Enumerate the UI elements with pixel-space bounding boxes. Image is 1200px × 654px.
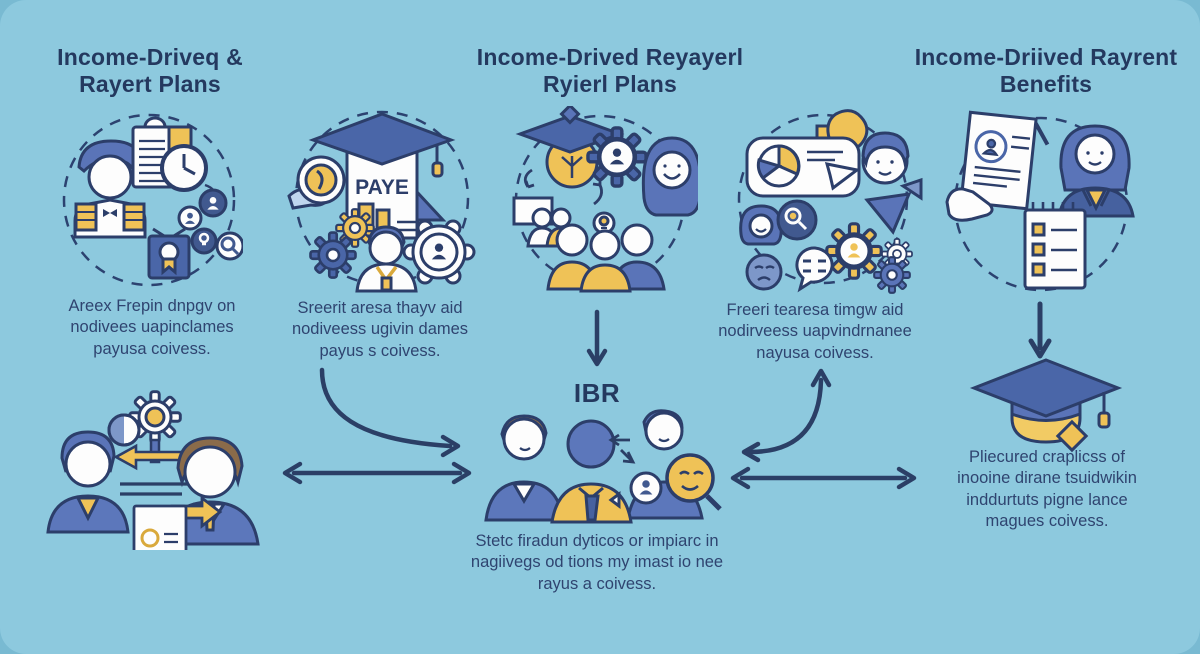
- person-avatar-icon: [46, 430, 130, 534]
- down-triangle-arrow-icon: [864, 177, 923, 235]
- person-bubble-icon: [198, 188, 228, 218]
- person-avatar-icon: [73, 139, 147, 239]
- graduation-cap-large-icon: [969, 358, 1123, 453]
- plans-overview-illustration: [62, 113, 243, 287]
- person-badge-icon: [629, 471, 663, 505]
- cycle-arrowheads: [524, 178, 602, 189]
- group-icon: [546, 223, 666, 293]
- paye-label: PAYE: [355, 176, 409, 199]
- dashed-circle: [62, 113, 236, 287]
- caption-line: payusa coivess.: [93, 339, 211, 358]
- gear-person-icon: [586, 126, 648, 188]
- coin-hand-icon: [287, 155, 346, 210]
- caption-line: payus s coivess.: [319, 341, 441, 360]
- ibr-people-illustration: [484, 409, 722, 524]
- document-icon: [132, 495, 223, 550]
- checklist-notepad-icon: [1023, 202, 1087, 290]
- text-lines: [120, 482, 198, 496]
- left-arrow-icon: [113, 443, 184, 471]
- hand-document-icon: [945, 110, 1050, 222]
- magnifier-bubble-icon: [215, 231, 243, 261]
- arrowhead: [730, 466, 751, 490]
- gear-icon: [873, 256, 911, 294]
- heading-center-line1: Income-Drived Reyayerl: [476, 44, 744, 70]
- paye-plan-illustration: PAYE: [287, 110, 476, 293]
- heading-center-line2: Ryierl Plans: [542, 70, 678, 97]
- pie-chart-card-icon: [745, 136, 861, 198]
- gear-person-icon: [825, 222, 883, 280]
- arrowhead: [282, 461, 303, 485]
- caption-line: nayusa coivess.: [756, 343, 874, 362]
- repayment-plans-illustration: [512, 106, 698, 293]
- heading-center: Income-Drived Reyayerl Ryierl Plans: [460, 44, 760, 97]
- caption-line: nodirveess uapvindrnanee: [718, 322, 912, 341]
- face-magnifier-icon: [665, 453, 722, 511]
- graduation-cap-icon: [308, 112, 456, 178]
- caption-plans: Areex Frepin dnpgv on nodivees uapinclam…: [69, 296, 236, 360]
- caption-forbearance: Freeri tearesa timgw aid nodirveess uapv…: [718, 300, 912, 364]
- caption-line: nodiveess ugivin dames: [291, 320, 469, 339]
- caption-line: rayus a coivess.: [537, 574, 657, 593]
- woman-avatar-icon: [1057, 124, 1135, 218]
- benefits-illustration: [945, 110, 1135, 292]
- gear-person-badge-icon: [402, 219, 476, 285]
- arrowhead: [440, 434, 461, 458]
- arrowhead: [810, 368, 832, 388]
- person-bubble-small-icon: [177, 205, 203, 231]
- exchange-illustration: [46, 390, 260, 550]
- gear-icon: [309, 231, 357, 279]
- caption-line: inooine dirane tsuidwikin: [957, 469, 1137, 488]
- caption-benefits: Pliecured craplicss of inooine dirane ts…: [957, 447, 1137, 533]
- heading-right: Income-Driived Rayrent Benefits: [896, 44, 1196, 97]
- person-icon: [355, 225, 418, 293]
- heading-right-line1: Income-Driived Rayrent: [914, 44, 1178, 70]
- caption-line: nodivees uapinclames: [70, 318, 234, 337]
- caption-line: inddurtuts pigne lance: [966, 490, 1128, 509]
- heading-left-line1: Income-Driveq &: [57, 44, 243, 70]
- caption-line: Freeri tearesa timgw aid: [726, 301, 904, 319]
- man-avatar-icon: [484, 414, 565, 522]
- caption-paye: Sreerit aresa thayv aid nodiveess ugivin…: [292, 298, 468, 362]
- arrowhead: [586, 348, 608, 367]
- caption-line: Pliecured craplicss of: [969, 448, 1125, 466]
- coin-icon: [107, 413, 141, 447]
- arrow-curve-left-to-center: [319, 367, 453, 449]
- caption-line: Stetc firadun dyticos or impiarc in: [475, 532, 719, 550]
- caption-line: magues coivess.: [985, 512, 1109, 531]
- caption-line: Areex Frepin dnpgv on: [68, 297, 236, 315]
- man-avatar-icon: [861, 131, 910, 185]
- arrowhead: [451, 461, 472, 485]
- woman-avatar-icon: [739, 204, 783, 246]
- forbearance-illustration: [737, 109, 923, 294]
- speech-bubble-icon: [795, 246, 834, 293]
- magnifier-circle-icon: [776, 199, 818, 241]
- ibr-label: IBR: [573, 378, 621, 408]
- caption-line: nagiivegs od tions my imast io nee: [470, 553, 724, 572]
- heading-left: Income-Driveq & Rayert Plans: [0, 44, 300, 97]
- caption-bottom: Stetc firadun dyticos or impiarc in nagi…: [471, 531, 723, 595]
- arrow-curve-right-up: [747, 377, 824, 455]
- heading-right-line2: Benefits: [999, 70, 1093, 97]
- heading-left-line2: Rayert Plans: [79, 70, 221, 97]
- arrowhead: [741, 441, 761, 463]
- woman-avatar-icon: [641, 136, 698, 217]
- arrowhead: [896, 466, 917, 490]
- hanging-badge-icon: [147, 227, 191, 280]
- small-arrows-icon: [608, 433, 636, 464]
- sad-face-icon: [745, 253, 783, 291]
- caption-line: Sreerit aresa thayv aid: [297, 299, 463, 317]
- lightbulb-bubble-icon: [190, 227, 218, 255]
- person-silhouette-icon: [550, 419, 633, 524]
- clock-icon: [160, 144, 208, 192]
